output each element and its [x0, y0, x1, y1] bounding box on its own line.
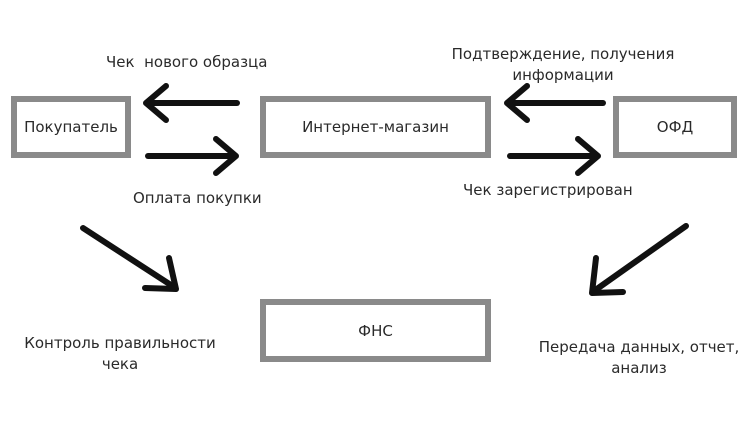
new-receipt-label: Чек нового образца	[106, 53, 268, 71]
buyer-label: Покупатель	[24, 118, 118, 136]
confirmation-label: Подтверждение, получения информации	[440, 44, 686, 86]
arrow-ofd-to-fns	[589, 223, 689, 296]
receipt-registered-label: Чек зарегистрирован	[463, 181, 633, 199]
ofd-label: ОФД	[656, 118, 694, 136]
payment-label: Оплата покупки	[133, 189, 262, 207]
arrow-shop-to-buyer	[143, 83, 240, 123]
arrow-buyer-to-fns	[80, 225, 179, 292]
confirmation-label-line1: Подтверждение, получения	[451, 45, 675, 63]
receipt-control-label-line2: чека	[101, 355, 139, 373]
arrow-shop-to-ofd	[507, 136, 601, 176]
arrow-buyer-to-shop	[145, 136, 239, 176]
data-transfer-label-line2: анализ	[611, 359, 667, 377]
online-shop-node: Интернет-магазин	[260, 96, 491, 158]
data-transfer-label-line1: Передача данных, отчет,	[538, 338, 740, 356]
confirmation-label-line2: информации	[512, 66, 614, 84]
ofd-node: ОФД	[613, 96, 737, 158]
data-transfer-label: Передача данных, отчет, анализ	[527, 337, 751, 379]
fns-node: ФНС	[260, 299, 491, 362]
fns-label: ФНС	[358, 321, 393, 340]
arrow-ofd-to-shop	[504, 83, 606, 123]
receipt-control-label: Контроль правильности чека	[8, 333, 232, 375]
receipt-control-label-line1: Контроль правильности	[24, 334, 216, 352]
online-shop-label: Интернет-магазин	[302, 118, 449, 136]
buyer-node: Покупатель	[11, 96, 131, 158]
